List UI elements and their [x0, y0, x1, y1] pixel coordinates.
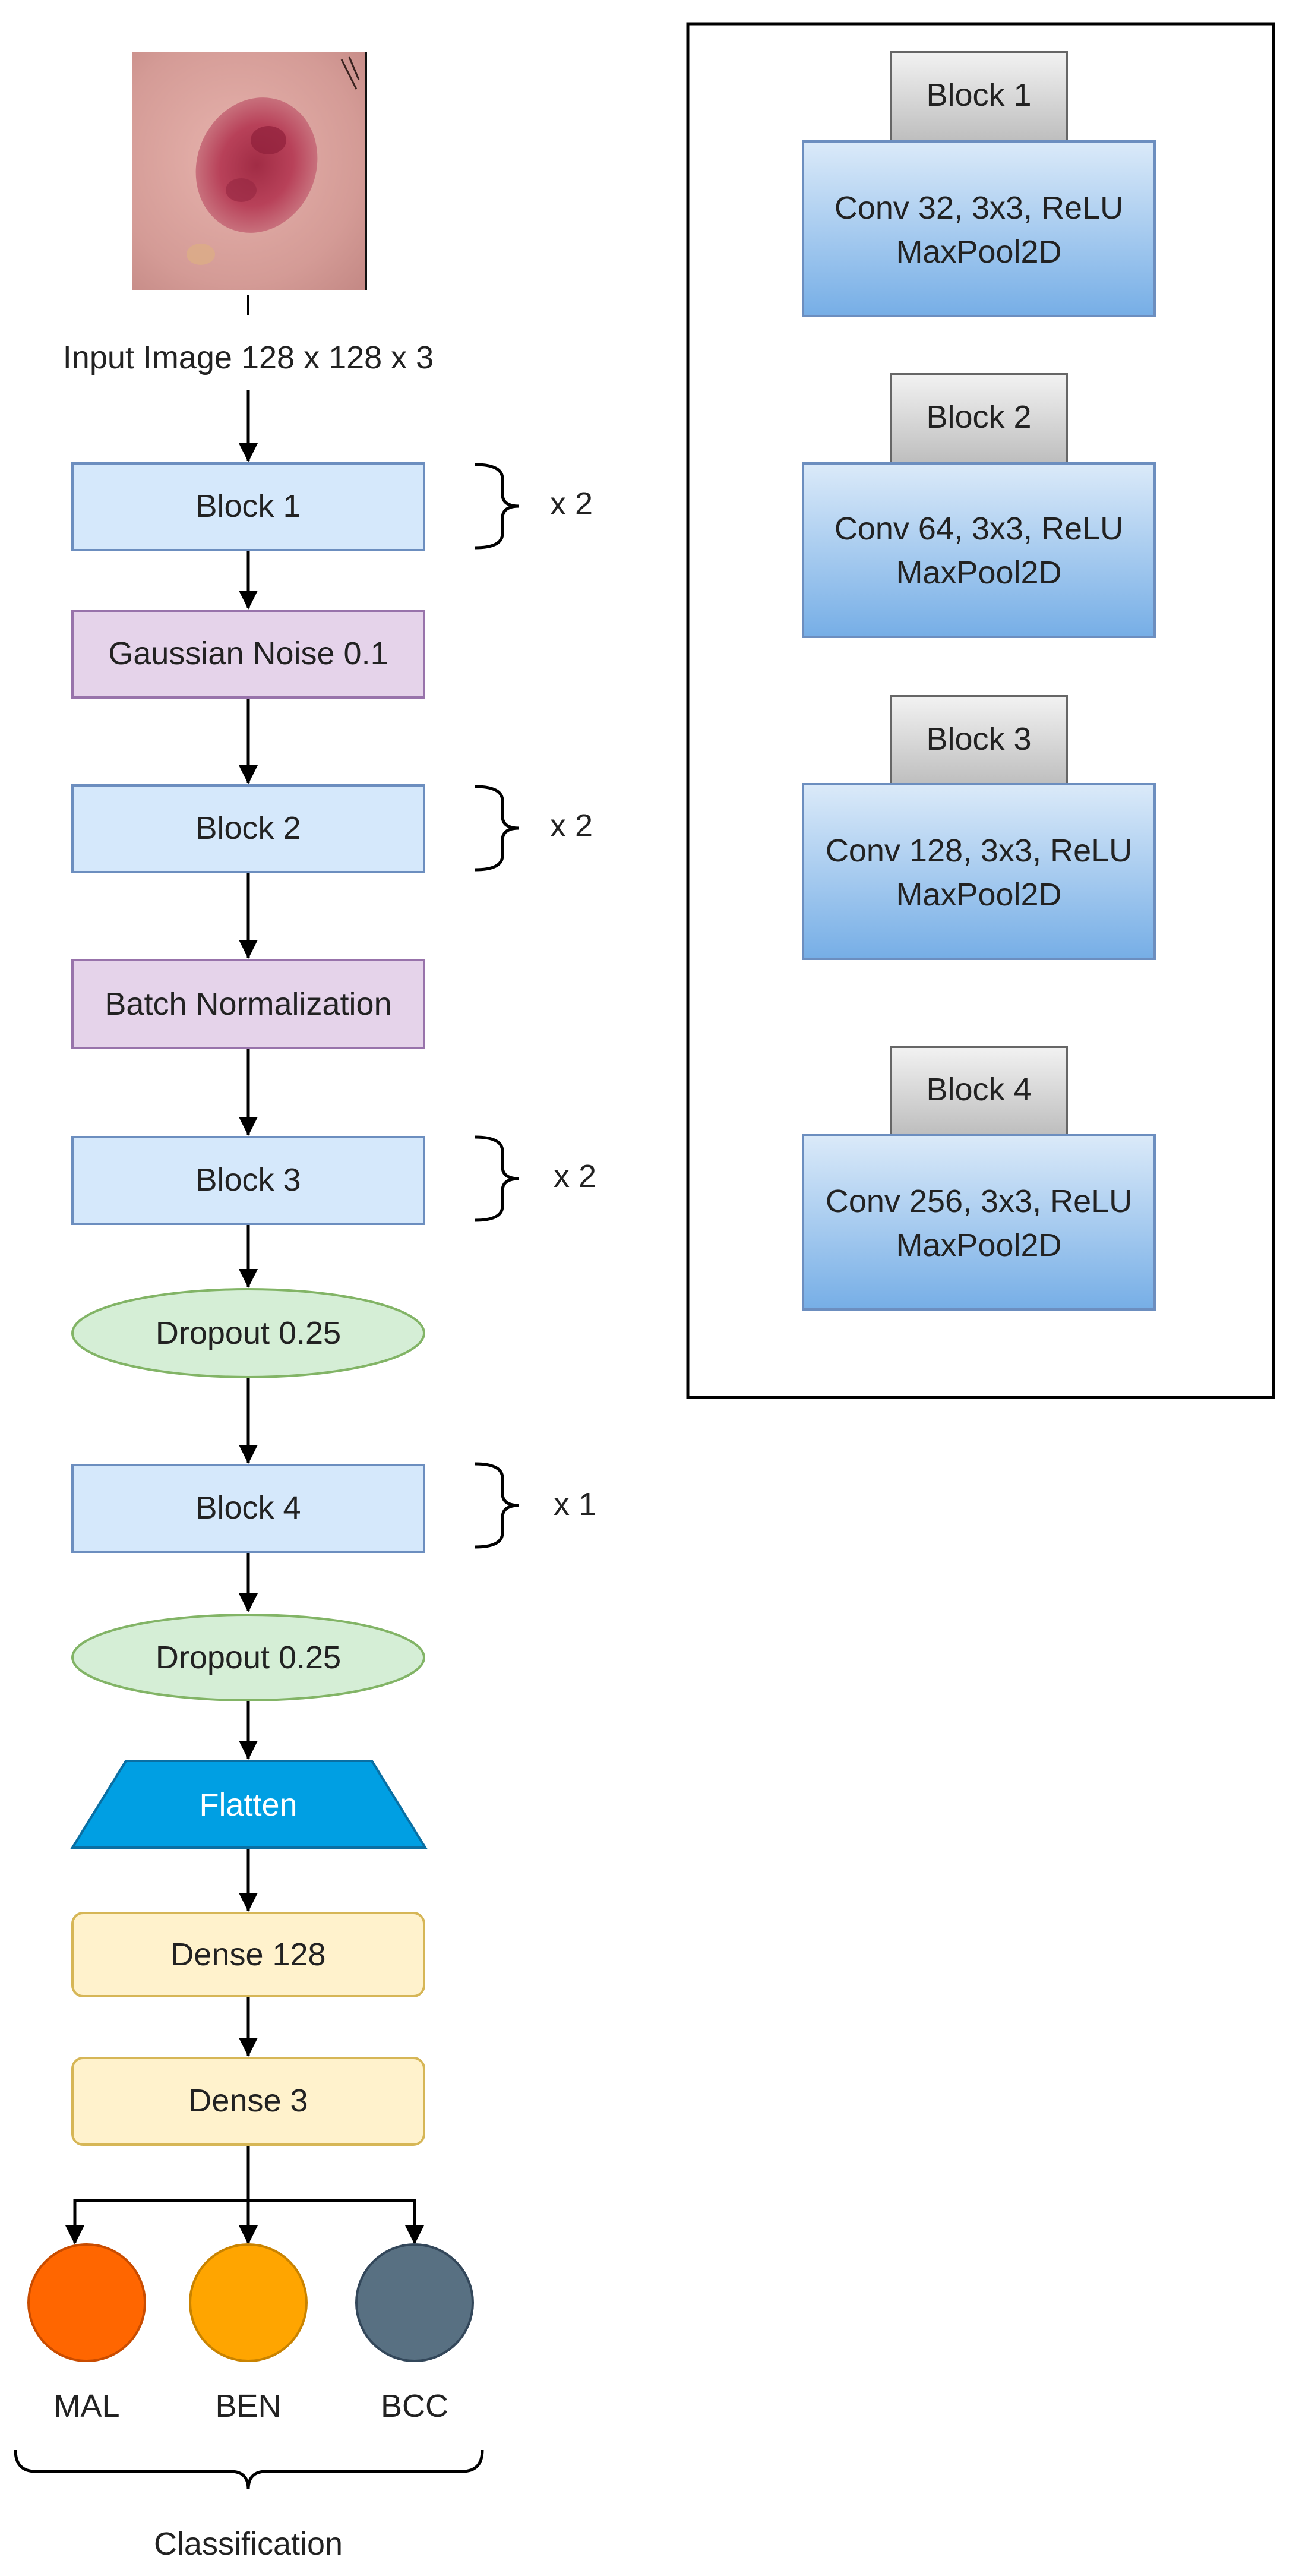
output-mal: MAL	[27, 2243, 146, 2424]
repeat-brace-block-2: x 2	[475, 785, 593, 872]
layer-dropout-2: Dropout 0.25	[71, 1614, 425, 1701]
layer-batch-normalization-label: Batch Normalization	[105, 986, 391, 1022]
repeat-brace-block-4: x 1	[475, 1462, 596, 1549]
layer-block-4-label: Block 4	[195, 1490, 301, 1526]
layer-block-2-label: Block 2	[195, 810, 301, 846]
output-bcc-label: BCC	[381, 2388, 448, 2424]
classification-brace	[14, 2449, 484, 2490]
legend-block-1-line2: MaxPool2D	[896, 234, 1061, 270]
layer-dense-3: Dense 3	[71, 2057, 425, 2146]
repeat-brace-block-1: x 2	[475, 463, 593, 550]
layer-batch-normalization: Batch Normalization	[71, 959, 425, 1049]
repeat-label-block-2: x 2	[550, 808, 593, 844]
legend-block-1: Block 1 Conv 32, 3x3, ReLU MaxPool2D	[802, 51, 1156, 317]
output-ben-label: BEN	[215, 2388, 281, 2424]
legend-block-2: Block 2 Conv 64, 3x3, ReLU MaxPool2D	[802, 373, 1156, 638]
legend-block-3-line2: MaxPool2D	[896, 877, 1061, 913]
repeat-label-block-1: x 2	[550, 486, 593, 522]
layer-gaussian-noise: Gaussian Noise 0.1	[71, 610, 425, 699]
legend-block-2-line2: MaxPool2D	[896, 555, 1061, 591]
layer-dense-3-label: Dense 3	[188, 2083, 308, 2119]
legend-block-1-title: Block 1	[926, 77, 1031, 113]
layer-flatten: Flatten	[70, 1760, 428, 1849]
input-image-label: Input Image 128 x 128 x 3	[63, 340, 434, 375]
layer-block-4: Block 4	[71, 1464, 425, 1553]
repeat-brace-block-3: x 2	[475, 1135, 596, 1222]
layer-flatten-label: Flatten	[199, 1787, 297, 1823]
layer-dropout-1-label: Dropout 0.25	[156, 1315, 341, 1351]
output-ben: BEN	[189, 2243, 308, 2424]
legend-block-2-title: Block 2	[926, 399, 1031, 435]
layer-block-3-label: Block 3	[195, 1162, 301, 1198]
legend-block-2-line1: Conv 64, 3x3, ReLU	[835, 511, 1123, 547]
legend-block-4-title: Block 4	[926, 1072, 1031, 1107]
output-branch-arrows	[65, 2146, 424, 2244]
block-legend-panel: Block 1 Conv 32, 3x3, ReLU MaxPool2D Blo…	[686, 22, 1275, 1399]
layer-dropout-1: Dropout 0.25	[71, 1288, 425, 1378]
legend-block-4-line1: Conv 256, 3x3, ReLU	[826, 1183, 1132, 1219]
layer-gaussian-noise-label: Gaussian Noise 0.1	[108, 636, 388, 671]
legend-block-3-line1: Conv 128, 3x3, ReLU	[826, 833, 1132, 869]
layer-dense-128: Dense 128	[71, 1912, 425, 1997]
classification-label: Classification	[154, 2526, 343, 2562]
legend-block-1-line1: Conv 32, 3x3, ReLU	[835, 190, 1123, 226]
layer-block-1: Block 1	[71, 462, 425, 551]
layer-dense-128-label: Dense 128	[170, 1937, 325, 1972]
legend-block-3: Block 3 Conv 128, 3x3, ReLU MaxPool2D	[802, 695, 1156, 960]
layer-dropout-2-label: Dropout 0.25	[156, 1640, 341, 1675]
layer-block-3: Block 3	[71, 1136, 425, 1225]
layer-block-1-label: Block 1	[195, 488, 301, 524]
repeat-label-block-4: x 1	[554, 1486, 596, 1522]
layer-block-2: Block 2	[71, 784, 425, 873]
output-mal-label: MAL	[53, 2388, 119, 2424]
legend-block-4-line2: MaxPool2D	[896, 1227, 1061, 1263]
repeat-label-block-3: x 2	[554, 1158, 596, 1194]
output-bcc: BCC	[355, 2243, 474, 2424]
input-image	[132, 52, 367, 290]
legend-block-3-title: Block 3	[926, 721, 1031, 757]
legend-block-4: Block 4 Conv 256, 3x3, ReLU MaxPool2D	[802, 1046, 1156, 1311]
